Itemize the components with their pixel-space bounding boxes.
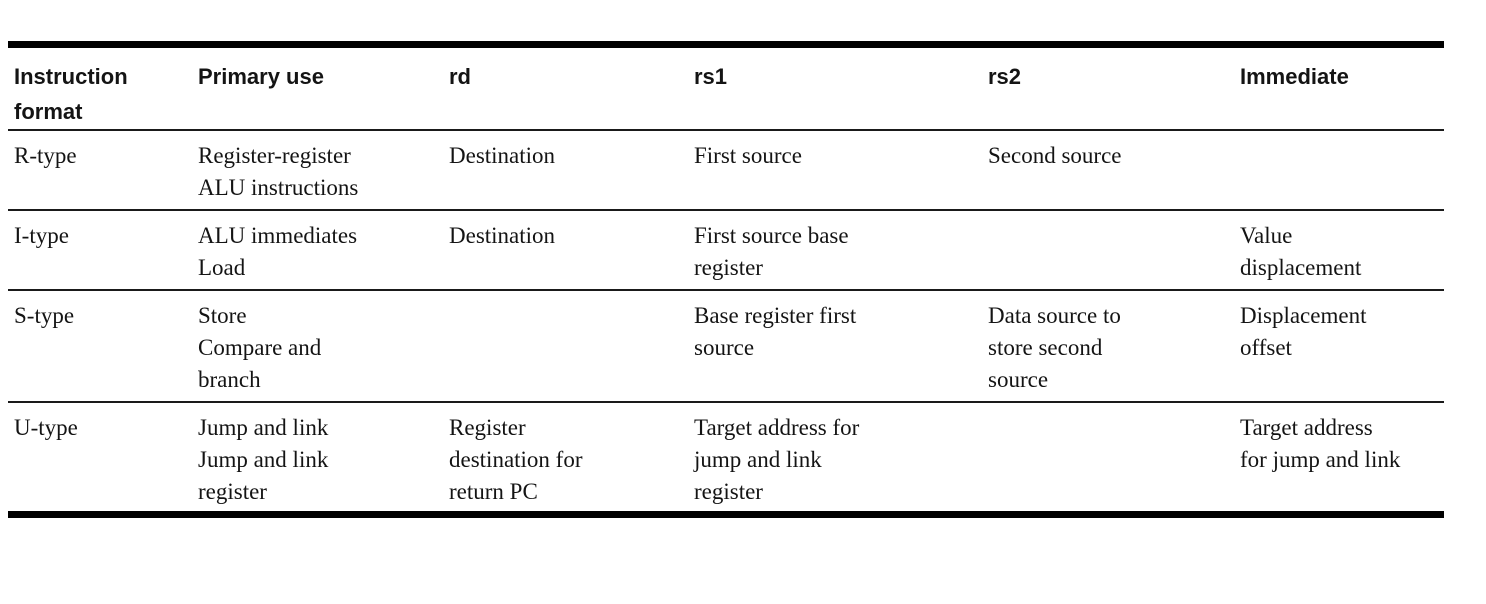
- table-cell: [443, 290, 688, 402]
- table-cell: First source base register: [694, 223, 849, 280]
- table-cell: [1234, 130, 1444, 210]
- table-row-s-type: S-type Store Compare and branch Base reg…: [8, 290, 1444, 402]
- table-cell: Jump and link Jump and link register: [198, 415, 329, 504]
- table-cell: R-type: [14, 143, 77, 168]
- table-cell: Register destination for return PC: [449, 415, 583, 504]
- table-cell: Target address for jump and link registe…: [694, 415, 860, 504]
- table-cell: Value displacement: [1240, 223, 1362, 280]
- table-cell: Register-register ALU instructions: [198, 143, 359, 200]
- table-cell: First source: [694, 143, 802, 168]
- table-cell: Displacement offset: [1240, 303, 1367, 360]
- table-cell: Base register first source: [694, 303, 857, 360]
- column-header-instruction-format: Instruction format: [8, 44, 192, 131]
- column-header-primary-use: Primary use: [192, 44, 443, 131]
- table-cell: I-type: [14, 223, 69, 248]
- table-cell: Target address for jump and link: [1240, 415, 1401, 472]
- column-header-rd: rd: [443, 44, 688, 131]
- table-cell: Destination: [449, 223, 556, 248]
- column-header-rs2: rs2: [982, 44, 1234, 131]
- table-cell: ALU immediates Load: [198, 223, 358, 280]
- table-row-i-type: I-type ALU immediates Load Destination F…: [8, 210, 1444, 290]
- table-cell: Destination: [449, 143, 556, 168]
- table-cell: S-type: [14, 303, 75, 328]
- header-row: Instruction format Primary use rd rs1 rs…: [8, 44, 1444, 131]
- table-row-r-type: R-type Register-register ALU instruction…: [8, 130, 1444, 210]
- table-cell: Data source to store second source: [988, 303, 1121, 392]
- table-cell: [982, 402, 1234, 514]
- table-cell: Second source: [988, 143, 1122, 168]
- instruction-format-table: Instruction format Primary use rd rs1 rs…: [8, 41, 1444, 518]
- column-header-immediate: Immediate: [1234, 44, 1444, 131]
- table-cell: [982, 210, 1234, 290]
- table-row-u-type: U-type Jump and link Jump and link regis…: [8, 402, 1444, 514]
- table-cell: Store Compare and branch: [198, 303, 322, 392]
- column-header-rs1: rs1: [688, 44, 982, 131]
- table-cell: U-type: [14, 415, 78, 440]
